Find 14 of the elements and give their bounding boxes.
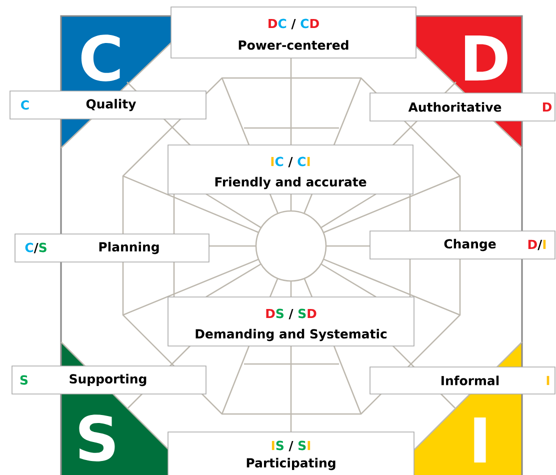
label-box: DS / SD Demanding and Systematic bbox=[168, 296, 414, 346]
big-letter: C bbox=[81, 34, 120, 82]
label-box: Authoritative D bbox=[370, 92, 556, 122]
big-letter: D bbox=[465, 35, 508, 80]
label-box: C/S Planning bbox=[14, 234, 210, 262]
big-letter: S bbox=[79, 414, 115, 462]
label-box: Informal I bbox=[370, 366, 556, 394]
label-box: DC / CD Power-centered bbox=[170, 6, 416, 58]
label-box: IC / CI Friendly and accurate bbox=[168, 144, 414, 194]
label-box: S Supporting bbox=[12, 366, 206, 394]
label-box: Change D/I bbox=[370, 230, 556, 260]
label-box: IS / SI Participating bbox=[168, 432, 414, 475]
big-letter: I bbox=[474, 417, 486, 462]
label-box: C Quality bbox=[10, 90, 206, 120]
